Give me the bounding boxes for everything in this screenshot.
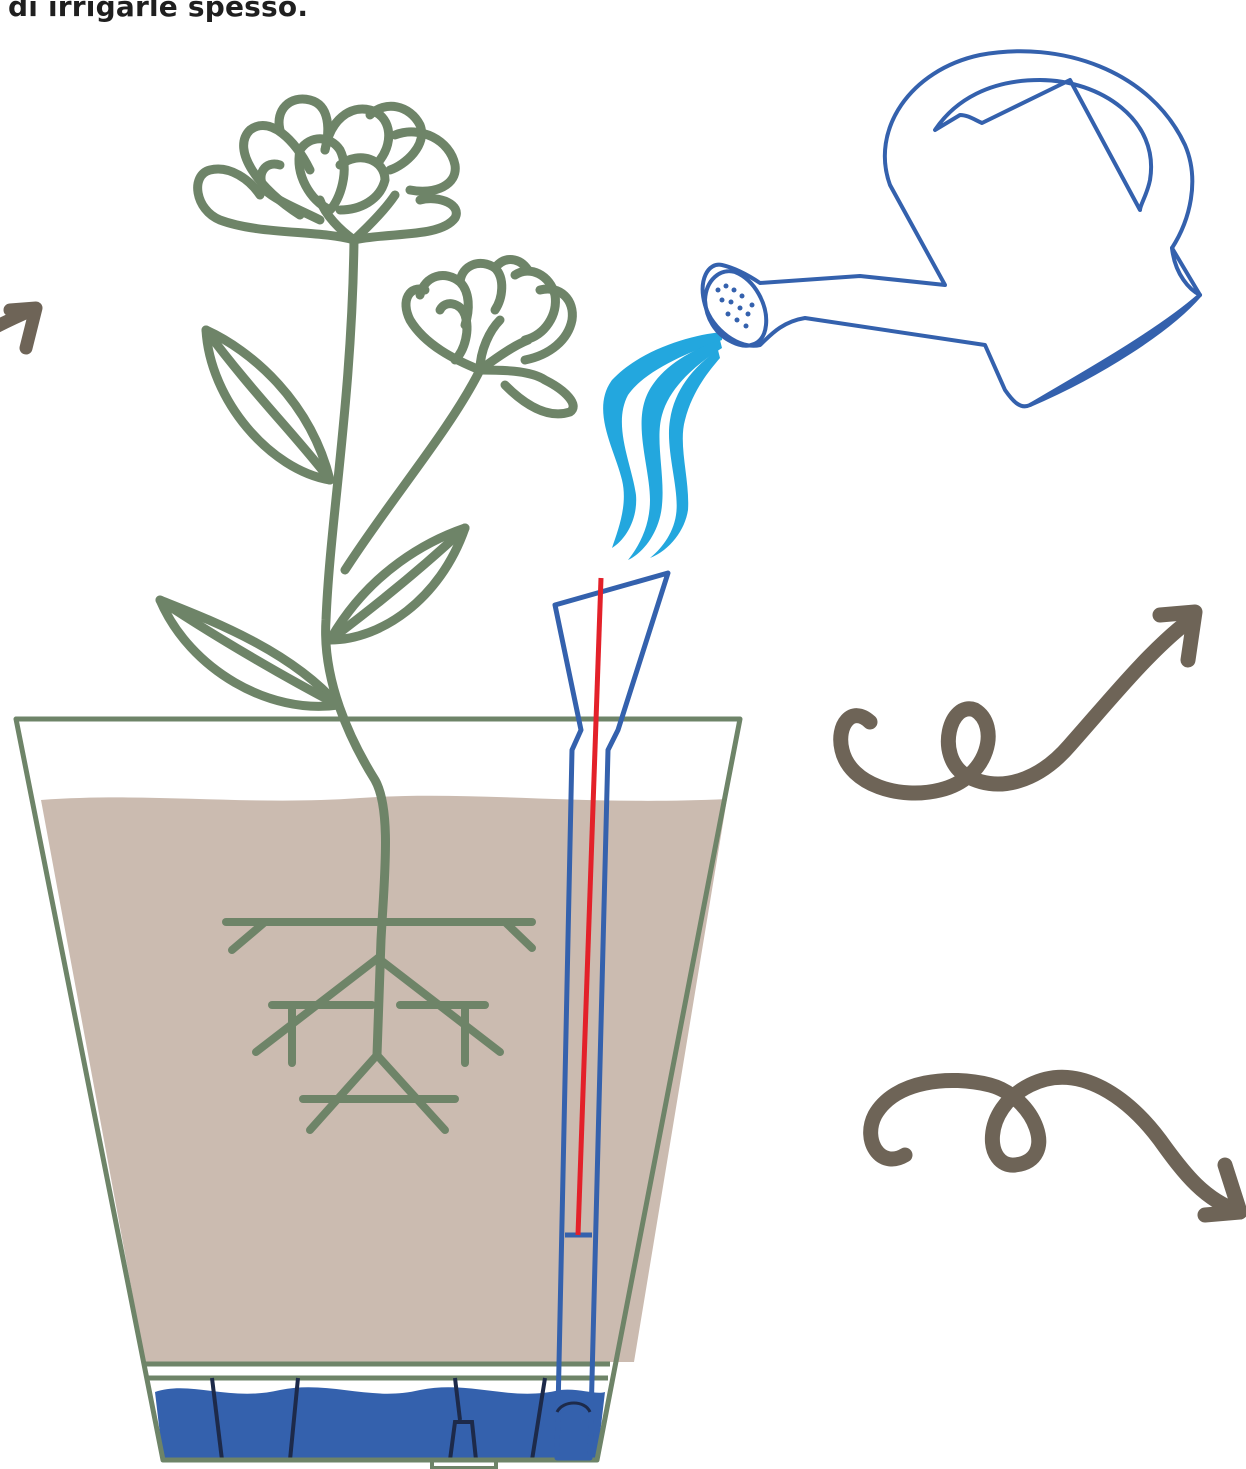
swirl-arrow-icon xyxy=(0,308,36,348)
swirl-arrow-icon xyxy=(841,612,1195,793)
reservoir-platform xyxy=(145,1364,610,1378)
watering-can-icon xyxy=(703,51,1200,406)
pouring-water xyxy=(603,332,722,560)
pot-foot xyxy=(432,1460,496,1468)
swirl-arrow-icon xyxy=(871,1077,1240,1215)
